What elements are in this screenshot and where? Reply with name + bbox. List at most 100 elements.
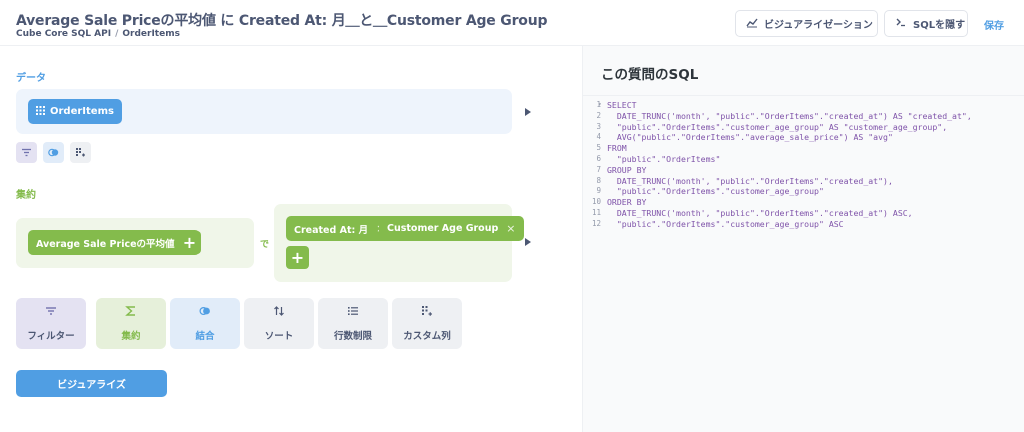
line-number: 2 — [596, 110, 601, 120]
filter-icon — [21, 143, 32, 162]
code-line: 9 "public"."OrderItems"."customer_age_gr… — [583, 186, 1024, 197]
table-pill[interactable]: OrderItems — [28, 99, 122, 124]
line-number: 5 — [596, 143, 601, 153]
code-text: GROUP BY — [607, 164, 647, 175]
code-text: DATE_TRUNC('month', "public"."OrderItems… — [607, 207, 913, 218]
mini-join-button[interactable] — [43, 142, 64, 163]
breadcrumb-table[interactable]: OrderItems — [122, 29, 180, 39]
add-metric-button[interactable]: + — [178, 231, 201, 254]
breakout-pill-age-group[interactable]: Customer Age Group × — [379, 216, 524, 241]
breakout-box: Created At: 月 × Customer Age Group × + — [274, 204, 524, 282]
code-line: 2 DATE_TRUNC('month', "public"."OrderIte… — [583, 111, 1024, 122]
preview-arrow-icon[interactable] — [525, 238, 531, 246]
fold-arrow-icon[interactable]: ▾ — [598, 101, 602, 108]
join-icon — [199, 305, 211, 320]
custom-column-action-button[interactable]: カスタム列 — [392, 298, 462, 349]
query-header: Average Sale Priceの平均値 に Created At: 月＿と… — [0, 0, 1024, 46]
hide-sql-button[interactable]: SQLを隠す — [884, 10, 968, 37]
custom-column-action-label: カスタム列 — [403, 331, 451, 342]
code-text: "public"."OrderItems"."customer_age_grou… — [607, 186, 824, 197]
mini-custom-column-button[interactable] — [70, 142, 91, 163]
filter-action-label: フィルター — [27, 331, 75, 342]
breakout-pill-created-at[interactable]: Created At: 月 × — [286, 216, 394, 241]
by-label: で — [260, 240, 270, 250]
step-actions — [16, 142, 91, 163]
data-step: OrderItems — [16, 89, 512, 134]
page-title: Average Sale Priceの平均値 に Created At: 月＿と… — [16, 13, 548, 29]
limit-action-button[interactable]: 行数制限 — [318, 298, 388, 349]
summarize-section-label: 集約 — [16, 190, 36, 201]
code-line: 5 FROM — [583, 143, 1024, 154]
grid-icon — [36, 105, 45, 118]
table-name: OrderItems — [50, 106, 114, 117]
code-line: 1▾ SELECT — [583, 100, 1024, 111]
data-section-label: データ — [16, 73, 46, 84]
code-text: SELECT — [607, 100, 637, 110]
code-line: 4 AVG("public"."OrderItems"."average_sal… — [583, 132, 1024, 143]
code-text: "public"."OrderItems" — [607, 153, 721, 164]
sigma-icon — [125, 305, 137, 320]
breakout-label: Customer Age Group — [387, 223, 499, 234]
code-line: 12 "public"."OrderItems"."customer_age_g… — [583, 219, 1024, 230]
code-line: 11 DATE_TRUNC('month', "public"."OrderIt… — [583, 208, 1024, 219]
custom-column-icon — [75, 143, 86, 162]
line-number: 1 — [596, 100, 601, 109]
code-text: "public"."OrderItems"."customer_age_grou… — [607, 218, 844, 229]
code-line: 7 GROUP BY — [583, 165, 1024, 176]
code-line: 10 ORDER BY — [583, 197, 1024, 208]
sql-code-block[interactable]: 1▾ SELECT 2 DATE_TRUNC('month', "public".… — [583, 100, 1024, 230]
hide-sql-button-label: SQLを隠す — [913, 20, 966, 31]
limit-action-label: 行数制限 — [333, 331, 372, 342]
breadcrumb-separator: / — [115, 29, 119, 39]
join-icon — [48, 143, 59, 162]
summarize-action-label: 集約 — [121, 331, 141, 342]
sql-panel-header: この質問のSQL — [583, 46, 1024, 96]
sort-icon — [273, 305, 285, 320]
code-text: DATE_TRUNC('month', "public"."OrderItems… — [607, 110, 972, 121]
line-number: 11 — [591, 207, 601, 217]
summarize-action-button[interactable]: 集約 — [96, 298, 166, 349]
code-text: "public"."OrderItems"."customer_age_grou… — [607, 121, 948, 132]
chart-icon — [746, 16, 758, 31]
line-number: 10 — [591, 197, 601, 207]
breadcrumb: Cube Core SQL API/OrderItems — [16, 29, 180, 39]
remove-breakout-icon[interactable]: × — [506, 222, 516, 235]
line-number: 8 — [596, 175, 601, 185]
code-line: 3 "public"."OrderItems"."customer_age_gr… — [583, 122, 1024, 133]
code-line: 8 DATE_TRUNC('month', "public"."OrderIte… — [583, 176, 1024, 187]
terminal-icon — [895, 16, 907, 31]
code-text: FROM — [607, 143, 627, 154]
code-line: 6 "public"."OrderItems" — [583, 154, 1024, 165]
preview-arrow-icon[interactable] — [525, 108, 531, 116]
code-text: AVG("public"."OrderItems"."average_sale_… — [607, 132, 893, 143]
metric-label: Average Sale Priceの平均値 — [36, 238, 175, 250]
mini-filter-button[interactable] — [16, 142, 37, 163]
metric-pill[interactable]: Average Sale Priceの平均値 × — [28, 230, 200, 255]
line-number: 7 — [596, 164, 601, 174]
line-number: 4 — [596, 132, 601, 142]
sql-panel-title: この質問のSQL — [601, 67, 699, 83]
visualization-button-label: ビジュアライゼーション — [764, 20, 873, 31]
custom-column-icon — [421, 305, 433, 320]
notebook-editor: データ OrderItems 集約 Average Sale Priceの平均値… — [0, 46, 582, 432]
sort-action-label: ソート — [264, 331, 294, 342]
aggregation-box: Average Sale Priceの平均値 × + — [16, 218, 254, 268]
save-button[interactable]: 保存 — [984, 21, 1004, 32]
visualize-button[interactable]: ビジュアライズ — [16, 370, 167, 397]
join-action-label: 結合 — [195, 331, 215, 342]
line-number: 12 — [591, 218, 601, 228]
breadcrumb-database[interactable]: Cube Core SQL API — [16, 29, 112, 39]
list-icon — [347, 305, 359, 320]
add-breakout-button[interactable]: + — [286, 246, 309, 269]
sort-action-button[interactable]: ソート — [244, 298, 314, 349]
filter-action-button[interactable]: フィルター — [16, 298, 86, 349]
code-text: DATE_TRUNC('month', "public"."OrderItems… — [607, 175, 893, 186]
sql-panel: この質問のSQL 1▾ SELECT 2 DATE_TRUNC('month', … — [582, 46, 1024, 432]
join-action-button[interactable]: 結合 — [170, 298, 240, 349]
line-number: 9 — [596, 186, 601, 196]
line-number: 3 — [596, 121, 601, 131]
breakout-label: Created At: 月 — [294, 224, 369, 236]
code-text: ORDER BY — [607, 197, 647, 208]
filter-icon — [45, 305, 57, 320]
visualization-button[interactable]: ビジュアライゼーション — [735, 10, 878, 37]
